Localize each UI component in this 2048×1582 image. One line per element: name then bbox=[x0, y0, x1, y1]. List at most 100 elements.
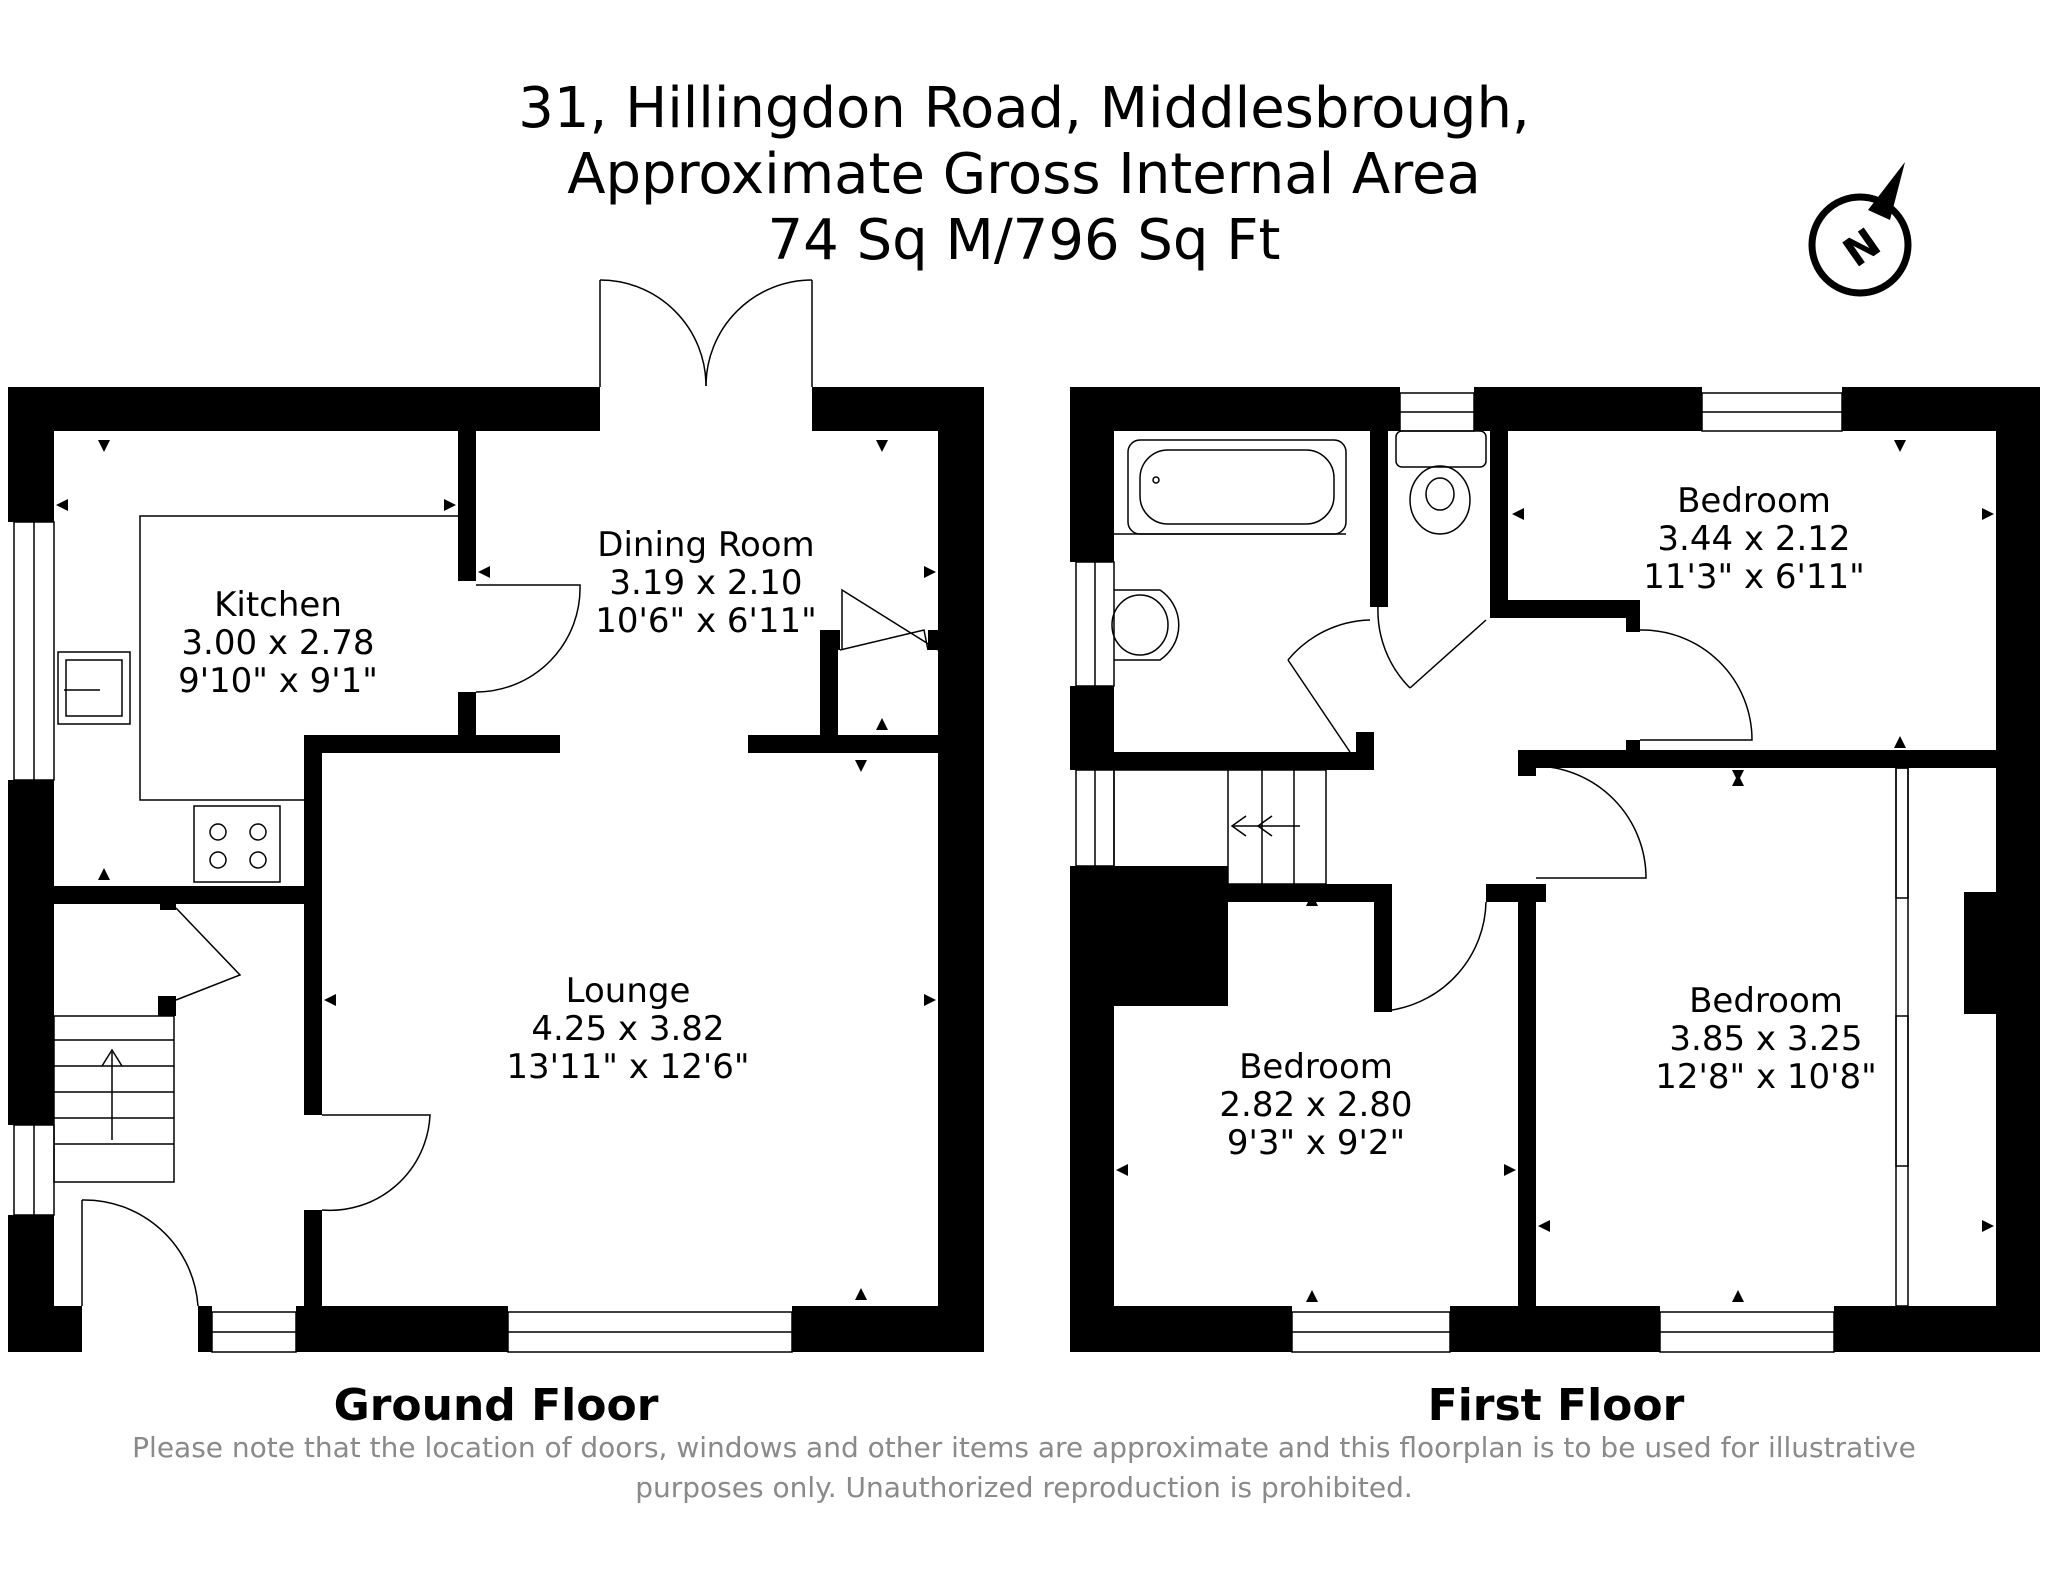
door-front bbox=[81, 1199, 199, 1307]
wall-kitchen-dining-lower bbox=[458, 692, 476, 738]
room-name: Lounge bbox=[566, 971, 691, 1011]
room-bedroom-1: Bedroom 3.44 x 2.12 11'3" x 6'11" bbox=[1643, 481, 1865, 597]
ground-floor-fixtures bbox=[13, 279, 939, 1353]
wall-top-2 bbox=[1474, 387, 1702, 431]
floor-label-first: First Floor bbox=[1427, 1380, 1685, 1431]
room-name: Bedroom bbox=[1239, 1047, 1393, 1087]
room-name: Kitchen bbox=[214, 585, 342, 625]
wall-lounge-left-lower bbox=[304, 1210, 322, 1306]
wall-pantry-cap-right bbox=[928, 630, 942, 650]
room-imperial: 9'10" x 9'1" bbox=[178, 661, 378, 701]
wall-bed3-landing bbox=[1374, 884, 1392, 1012]
wall-cupboard-bottom bbox=[158, 996, 176, 1016]
room-name: Bedroom bbox=[1689, 981, 1843, 1021]
sink-icon bbox=[57, 651, 131, 725]
ground-floor-dimension-markers bbox=[56, 440, 936, 1300]
room-kitchen: Kitchen 3.00 x 2.78 9'10" x 9'1" bbox=[178, 585, 378, 701]
disclaimer-line-1: Please note that the location of doors, … bbox=[132, 1431, 1916, 1464]
wall-kitchen-bottom bbox=[54, 886, 308, 904]
first-floor-plan bbox=[1070, 387, 2040, 1352]
wall-bed3-top bbox=[1114, 884, 1378, 902]
room-bedroom-3: Bedroom 2.82 x 2.80 9'3" x 9'2" bbox=[1219, 1047, 1412, 1163]
door-bed2 bbox=[1535, 765, 1647, 879]
wall-bath-corner bbox=[1356, 732, 1374, 770]
door-pantry bbox=[839, 588, 939, 651]
wall-pantry-cap bbox=[820, 630, 840, 650]
room-imperial: 10'6" x 6'11" bbox=[595, 601, 817, 641]
wall-left-middle bbox=[8, 780, 54, 1125]
disclaimer-line-2: purposes only. Unauthorized reproduction… bbox=[635, 1471, 1413, 1504]
wall-bottom-c bbox=[296, 1306, 508, 1352]
door-cupboard bbox=[175, 907, 242, 1001]
room-metric: 3.44 x 2.12 bbox=[1657, 519, 1850, 559]
title-line-area-label: Approximate Gross Internal Area bbox=[567, 142, 1481, 207]
toilet-icon bbox=[1395, 430, 1487, 468]
wall-right-1 bbox=[1996, 387, 2040, 1352]
wall-bottom-b bbox=[198, 1306, 212, 1352]
room-dining: Dining Room 3.19 x 2.10 10'6" x 6'11" bbox=[595, 525, 817, 641]
door-bathroom bbox=[1287, 619, 1371, 753]
kitchen-counter bbox=[139, 515, 458, 801]
basin-icon bbox=[1114, 589, 1180, 661]
wardrobe bbox=[1895, 767, 1909, 1307]
room-metric: 3.00 x 2.78 bbox=[181, 623, 374, 663]
wall-left-mid-1 bbox=[1070, 686, 1114, 770]
room-imperial: 11'3" x 6'11" bbox=[1643, 557, 1865, 597]
hob-icon bbox=[193, 805, 281, 883]
wall-left-upper-1 bbox=[1070, 387, 1114, 562]
room-name: Dining Room bbox=[597, 525, 814, 565]
bath-icon bbox=[1127, 439, 1347, 535]
wall-bed1-stub bbox=[1626, 600, 1640, 632]
room-metric: 3.19 x 2.10 bbox=[609, 563, 802, 603]
room-metric: 2.82 x 2.80 bbox=[1219, 1085, 1412, 1125]
wall-lounge-left bbox=[304, 735, 322, 1115]
room-imperial: 12'8" x 10'8" bbox=[1655, 1057, 1877, 1097]
door-wc bbox=[1377, 605, 1487, 689]
first-floor-fixtures bbox=[1075, 392, 1909, 1353]
wall-top-left bbox=[8, 387, 600, 431]
room-name: Bedroom bbox=[1677, 481, 1831, 521]
room-imperial: 9'3" x 9'2" bbox=[1227, 1123, 1405, 1163]
door-lounge-hall bbox=[321, 1114, 431, 1212]
first-floor-dimension-markers bbox=[1116, 440, 1994, 1302]
wall-kitchen-dining-upper bbox=[458, 431, 476, 581]
stairs-first bbox=[1113, 769, 1327, 885]
wall-cupboard-stub bbox=[160, 900, 176, 910]
wall-bed3-bed2 bbox=[1518, 884, 1536, 1306]
wall-bed1-landing bbox=[1490, 600, 1640, 618]
room-metric: 3.85 x 3.25 bbox=[1669, 1019, 1862, 1059]
compass-letter: N bbox=[1835, 220, 1889, 277]
room-lounge: Lounge 4.25 x 3.82 13'11" x 12'6" bbox=[506, 971, 749, 1087]
wall-bed2-stub bbox=[1486, 884, 1546, 902]
wall-left-lower-1 bbox=[1070, 866, 1114, 1352]
ground-floor-plan bbox=[8, 387, 984, 1352]
chimney-breast-right bbox=[1964, 892, 1996, 1014]
door-bed1 bbox=[1639, 629, 1753, 741]
wall-lounge-top-left bbox=[304, 735, 560, 753]
wall-pantry-left bbox=[820, 630, 838, 740]
wall-wc-bed1 bbox=[1490, 431, 1508, 611]
wall-left-upper bbox=[8, 387, 54, 522]
wall-bottom-1b bbox=[1450, 1306, 1660, 1352]
wall-bed2-top-stub bbox=[1518, 750, 1536, 776]
room-imperial: 13'11" x 12'6" bbox=[506, 1047, 749, 1087]
wall-bottom-d bbox=[792, 1306, 984, 1352]
wall-right bbox=[938, 387, 984, 1352]
wall-lounge-top-right bbox=[748, 735, 938, 753]
wall-top-1 bbox=[1070, 387, 1400, 431]
north-compass-icon: N bbox=[1808, 162, 1912, 297]
wall-bottom-1c bbox=[1834, 1306, 2040, 1352]
wall-bottom-1a bbox=[1070, 1306, 1292, 1352]
wall-bath-bottom bbox=[1114, 752, 1374, 770]
title-line-area-value: 74 Sq M/796 Sq Ft bbox=[767, 208, 1281, 273]
wall-bottom-a bbox=[8, 1306, 82, 1352]
door-kitchen-dining bbox=[475, 584, 581, 693]
door-bed3 bbox=[1391, 901, 1487, 1011]
title-line-address: 31, Hillingdon Road, Middlesbrough, bbox=[518, 76, 1530, 141]
wall-bath-wc bbox=[1370, 431, 1388, 607]
room-metric: 4.25 x 3.82 bbox=[531, 1009, 724, 1049]
room-bedroom-2: Bedroom 3.85 x 3.25 12'8" x 10'8" bbox=[1655, 981, 1877, 1097]
wall-bed1-bottom bbox=[1518, 750, 1996, 768]
floor-label-ground: Ground Floor bbox=[333, 1380, 659, 1431]
